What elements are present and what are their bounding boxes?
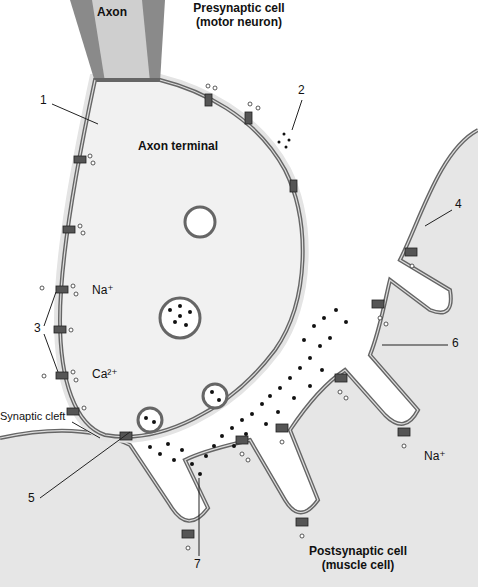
callout-number: 2 [298,84,305,98]
ions [40,84,414,550]
part-name: Axon terminal [138,140,218,154]
ion-label: Na⁺ [92,284,114,298]
part-name: Postsynaptic cell (muscle cell) [292,545,424,573]
ion-channels [54,94,417,538]
callout-number: 4 [455,198,462,212]
ion-label: Ca²⁺ [92,368,118,382]
fusing-vesicle [203,384,227,408]
vesicle-transmitter [144,304,221,424]
callout-number: 3 [34,322,41,336]
axon-terminal [60,80,303,437]
callout-number: 7 [194,558,201,572]
neurotransmitter [148,133,348,477]
part-name: Presynaptic cell (motor neuron) [178,2,300,30]
fusing-vesicle [138,408,162,432]
axon-sheath [70,0,165,82]
part-name: Axon [97,6,127,20]
terminal-glow [60,80,303,437]
callout-number: 1 [40,94,47,108]
part-name: Synaptic cleft [0,410,65,423]
ion-label: Na⁺ [424,450,446,464]
axon-core [92,0,150,82]
callout-number: 6 [452,337,459,351]
vesicle [185,207,215,237]
terminal-membrane-inner [60,80,303,437]
leader-lines [40,100,452,556]
callout-number: 5 [28,492,35,506]
